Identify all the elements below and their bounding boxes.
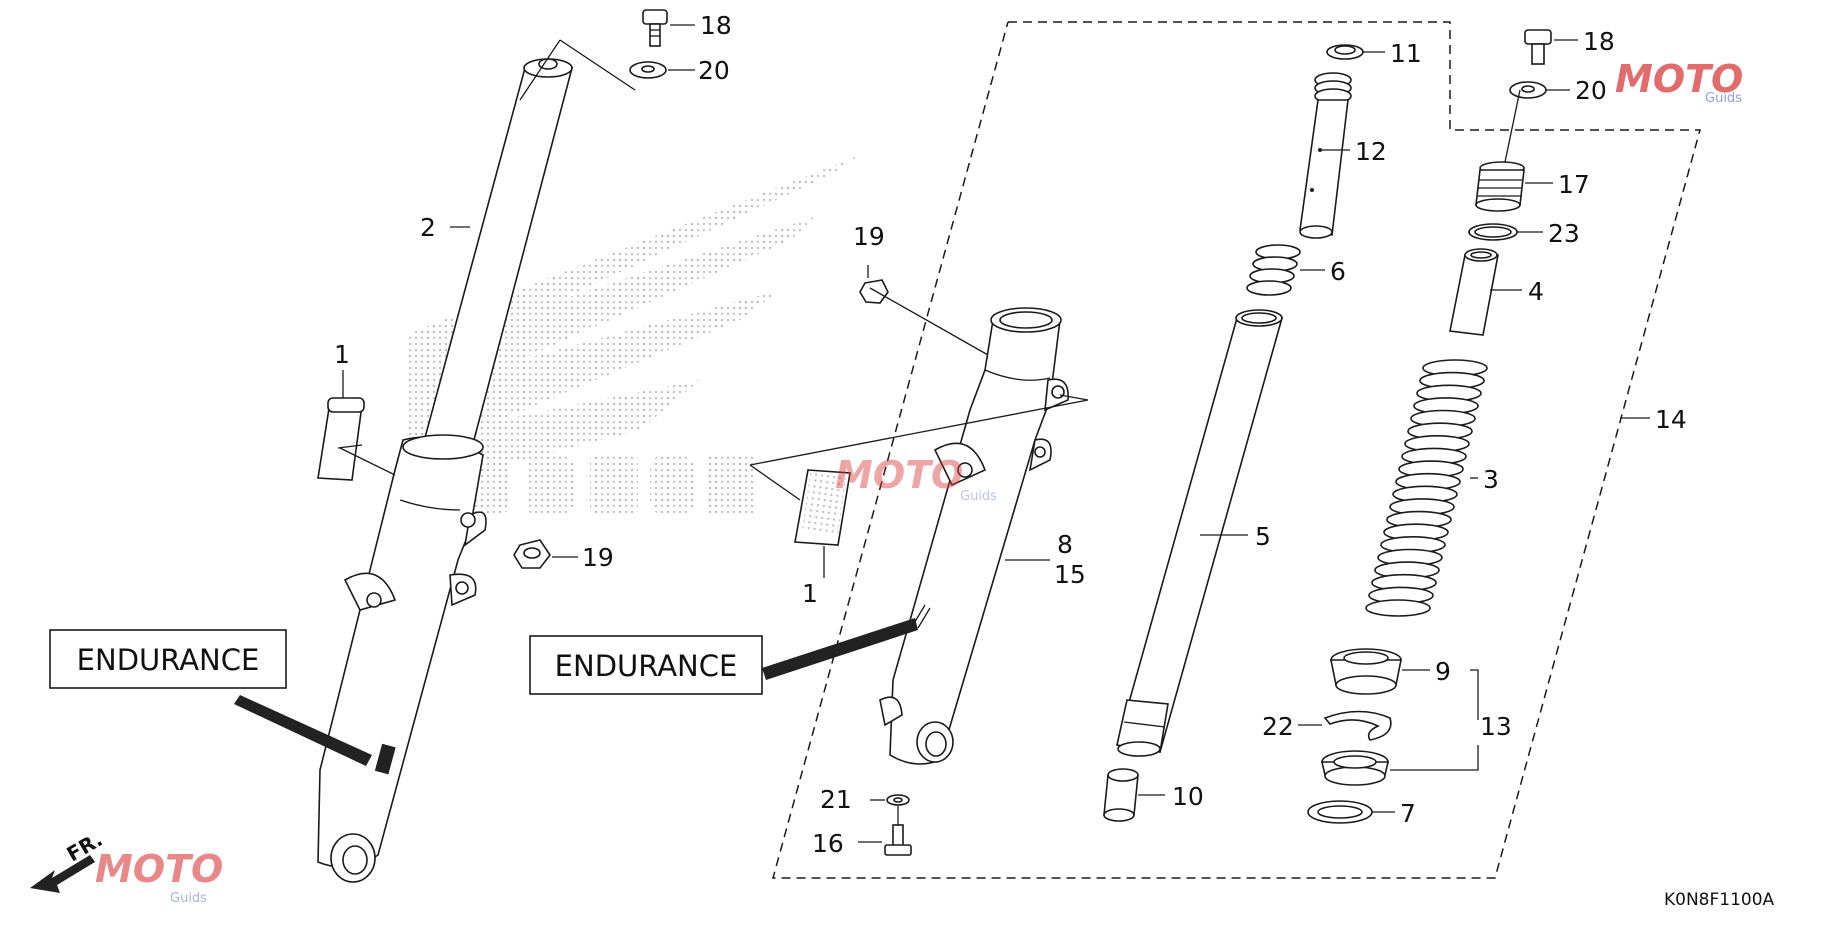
watermark-main-bottom: MOTO — [95, 847, 223, 891]
assembly-boundary — [772, 21, 1701, 879]
oil-seal-13 — [1320, 750, 1390, 786]
callout-7: 7 — [1400, 799, 1416, 828]
callout-20-left: 20 — [698, 56, 730, 85]
endurance-label-right: ENDURANCE — [555, 649, 738, 683]
damper-rod-12 — [1299, 72, 1352, 239]
watermark-logo-top: MOTO Guids — [1615, 57, 1743, 106]
callout-4: 4 — [1528, 277, 1544, 306]
callout-14: 14 — [1655, 405, 1687, 434]
callout-20-right: 20 — [1575, 76, 1607, 105]
callout-18-left: 18 — [700, 11, 732, 40]
callout-15: 15 — [1054, 560, 1086, 589]
callout-12: 12 — [1355, 137, 1387, 166]
callout-23: 23 — [1548, 219, 1580, 248]
callout-22: 22 — [1262, 712, 1294, 741]
endurance-label-left: ENDURANCE — [77, 643, 260, 677]
figure-code: K0N8F1100A — [1664, 890, 1775, 910]
callout-9: 9 — [1435, 657, 1451, 686]
callout-10: 10 — [1172, 782, 1204, 811]
callout-19-center: 19 — [853, 222, 885, 251]
watermark-logo-bottom: MOTO Guids — [95, 847, 223, 906]
bolt-18-left — [642, 9, 668, 47]
endurance-box-right — [529, 635, 763, 695]
watermark-main-top: MOTO — [1615, 57, 1743, 101]
callout-16: 16 — [812, 829, 844, 858]
endurance-box-left — [49, 629, 287, 689]
callout-11: 11 — [1390, 39, 1422, 68]
nut-19-center — [859, 279, 889, 304]
callout-5: 5 — [1255, 522, 1271, 551]
watermark-logo-center: MOTO Guids — [835, 453, 997, 504]
oil-lock-piece-10 — [1103, 768, 1139, 822]
callout-1-center: 1 — [802, 579, 818, 608]
callout-6: 6 — [1330, 257, 1346, 286]
callout-3: 3 — [1483, 465, 1499, 494]
callout-18-right: 18 — [1583, 27, 1615, 56]
callout-8: 8 — [1057, 530, 1073, 559]
stopper-ring-22 — [1323, 710, 1392, 741]
spring-and-seals — [1298, 29, 1650, 824]
spring-coil — [1365, 599, 1431, 617]
callout-19-left: 19 — [582, 543, 614, 572]
damper-parts — [1103, 44, 1385, 822]
watermark-sub-top: Guids — [1705, 91, 1742, 106]
watermark-sub-center: Guids — [960, 489, 997, 504]
callout-13: 13 — [1480, 712, 1512, 741]
spacer-4 — [1449, 248, 1499, 336]
fork-cap-17 — [1475, 161, 1525, 212]
bolt-18-right — [1524, 29, 1552, 65]
callout-2: 2 — [420, 213, 436, 242]
dust-seal-9 — [1330, 648, 1402, 695]
watermark-sub-bottom: Guids — [170, 891, 207, 906]
callout-1-top: 1 — [334, 340, 350, 369]
bolt-16 — [884, 824, 912, 856]
center-slider-assembly — [749, 265, 1089, 856]
left-fork-assembly — [234, 9, 695, 883]
watermark-main-center: MOTO — [835, 453, 963, 497]
inner-tube-5 — [1115, 309, 1284, 757]
fork-spring-3 — [1365, 359, 1488, 617]
callout-17: 17 — [1558, 170, 1590, 199]
callout-21: 21 — [820, 785, 852, 814]
rebound-spring-6 — [1246, 244, 1301, 296]
